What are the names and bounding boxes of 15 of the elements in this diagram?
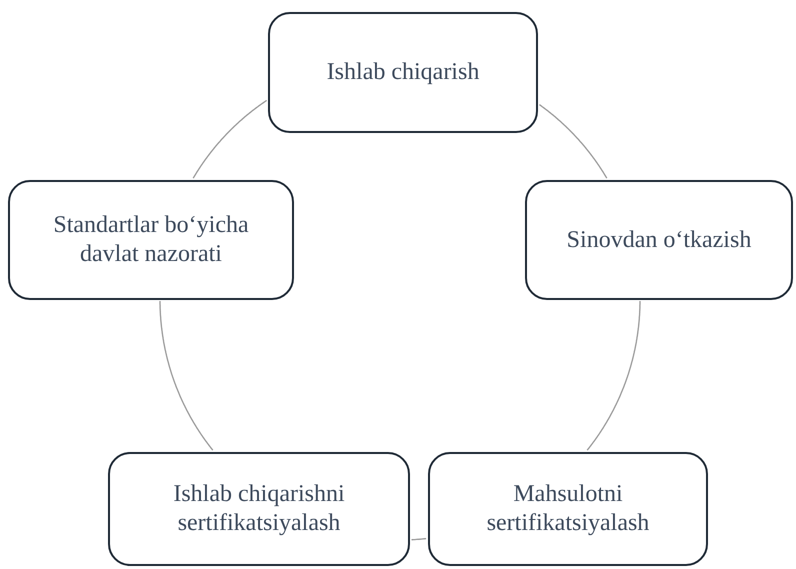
- connector-arc: [586, 301, 641, 451]
- process-box: [428, 452, 708, 566]
- node-label: Standartlar bo‘yicha davlat nazorati: [52, 211, 250, 269]
- process-box: [525, 180, 793, 300]
- connector-arc: [192, 100, 268, 179]
- node-label: Mahsulotni sertifikatsiyalash: [486, 480, 650, 538]
- node-label: Sinovdan o‘tkazish: [566, 226, 752, 254]
- connector-arc: [159, 301, 214, 451]
- node-label: Ishlab chiqarish: [326, 58, 480, 87]
- process-box: [108, 452, 410, 566]
- process-box: [268, 12, 538, 133]
- connector-arc: [411, 538, 426, 540]
- connector-arc: [539, 104, 608, 179]
- node-label: Ishlab chiqarishni sertifikatsiyalash: [172, 480, 346, 538]
- process-box: [8, 180, 294, 300]
